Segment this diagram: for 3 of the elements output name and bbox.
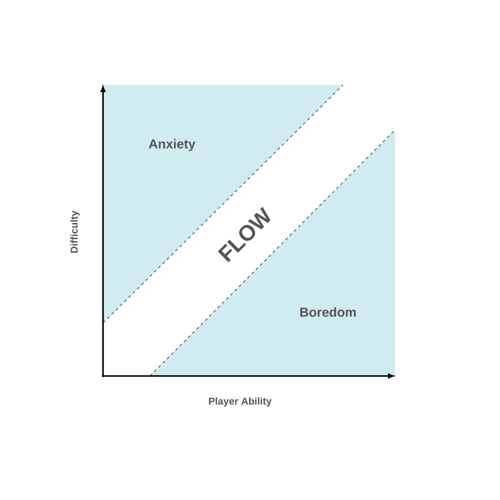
- node-label: Anxiety: [148, 138, 196, 152]
- axis-label: Difficulty: [70, 210, 80, 253]
- axis-label: Player Ability: [209, 397, 272, 407]
